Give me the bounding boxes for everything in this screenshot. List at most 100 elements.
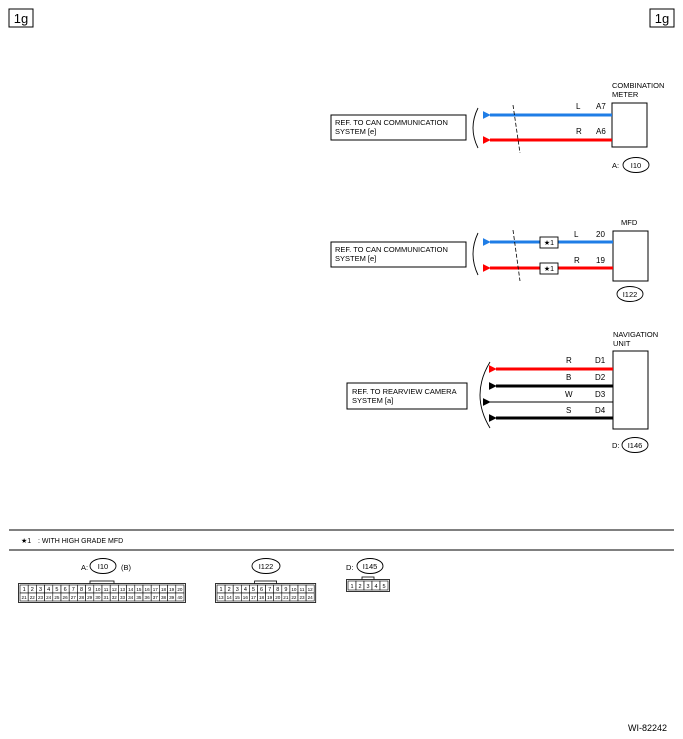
harness-break-mark [512, 104, 521, 154]
connector-id: I10 [98, 562, 108, 571]
pin-number: 24 [308, 595, 314, 600]
page-tag-right: 1g [649, 8, 675, 28]
pin-cell [379, 580, 389, 591]
pin-number: 8 [80, 587, 83, 593]
pin-number: 6 [260, 587, 263, 593]
pin-label: 20 [596, 230, 605, 239]
wire-color-label: R [566, 356, 572, 365]
pin-number: 39 [169, 595, 175, 600]
pin-number: 4 [374, 584, 377, 590]
pin-number: 8 [276, 587, 279, 593]
option-note: ★1 [544, 265, 554, 273]
pin-number: 22 [30, 595, 36, 600]
figure-id: WI-82242 [628, 723, 667, 733]
pin-number: 12 [112, 587, 118, 592]
pin-number: 21 [283, 595, 289, 600]
wire-color-label: B [566, 373, 571, 382]
ref-text-line1: REF. TO REARVIEW CAMERA [352, 387, 457, 396]
pin-number: 3 [236, 587, 239, 593]
pin-number: 17 [251, 595, 257, 600]
pin-number: 20 [275, 595, 281, 600]
pin-number: 9 [88, 587, 91, 593]
connector-id-oval [356, 558, 384, 574]
connector-id-oval [616, 286, 644, 302]
pin-number: 20 [177, 587, 183, 592]
pin-number: 37 [153, 595, 159, 600]
pin-number: 34 [128, 595, 134, 600]
pin-number: 27 [71, 595, 77, 600]
pin-number: 2 [358, 584, 361, 590]
pin-label: D4 [595, 406, 606, 415]
pin-number: 5 [55, 587, 58, 593]
pin-number: 4 [244, 587, 247, 593]
connector-id: I122 [623, 290, 638, 299]
pin-number: 7 [268, 587, 271, 593]
legend-symbol: ★1 [21, 537, 31, 545]
pin-number: 23 [38, 595, 44, 600]
section-navigation-unit: NAVIGATION UNIT REF. TO REARVIEW CAMERA … [346, 330, 658, 453]
pin-number: 31 [104, 595, 110, 600]
pin-label: A7 [596, 102, 606, 111]
connector-id: I122 [259, 562, 274, 571]
legend-text: : WITH HIGH GRADE MFD [38, 538, 123, 545]
connector-suffix: (B) [121, 563, 132, 572]
connector-prefix: A: [81, 563, 88, 572]
pin-number: 29 [87, 595, 93, 600]
pin-number: 14 [227, 595, 233, 600]
ref-text-line2: SYSTEM [a] [352, 396, 393, 405]
connector-prefix: D: [346, 563, 354, 572]
connector-id-oval [89, 558, 117, 574]
pin-number: 19 [169, 587, 175, 592]
option-note-box [539, 236, 559, 249]
pin-number: 4 [47, 587, 50, 593]
page-tag-right-text: 1g [655, 11, 669, 26]
pin-number: 12 [308, 587, 314, 592]
pin-number: 26 [63, 595, 69, 600]
connector-prefix: A: [612, 161, 619, 170]
ref-text-line2: SYSTEM [e] [335, 127, 376, 136]
ref-text-line1: REF. TO CAN COMMUNICATION [335, 118, 448, 127]
pin-label: D3 [595, 390, 606, 399]
ref-box [330, 241, 467, 268]
pin-number: 30 [95, 595, 101, 600]
option-note: ★1 [544, 239, 554, 247]
wire-color-label: R [574, 256, 580, 265]
pin-number: 32 [112, 595, 118, 600]
pin-number: 11 [300, 587, 305, 592]
pin-number: 9 [284, 587, 287, 593]
pin-number: 18 [161, 587, 167, 592]
ref-bracket [472, 232, 479, 276]
ref-bracket [479, 361, 491, 429]
pin-number: 25 [54, 595, 60, 600]
device-label-line1: NAVIGATION [613, 330, 658, 339]
wire-color-label: R [576, 127, 582, 136]
ref-box [346, 382, 468, 410]
pin-number: 23 [299, 595, 305, 600]
connector-id-oval [621, 437, 649, 453]
pin-number: 2 [228, 587, 231, 593]
pin-number: 11 [104, 587, 109, 592]
pin-cell [175, 592, 185, 602]
pin-number: 13 [218, 595, 224, 600]
pin-number: 3 [366, 584, 369, 590]
device-label-line2: METER [612, 90, 639, 99]
pin-number: 28 [79, 595, 85, 600]
pin-number: 15 [136, 587, 142, 592]
pin-number: 10 [95, 587, 101, 592]
device-label-line2: UNIT [613, 339, 631, 348]
connector-prefix: D: [612, 441, 620, 450]
pin-number: 21 [22, 595, 28, 600]
pin-number: 5 [382, 584, 385, 590]
pin-number: 35 [136, 595, 142, 600]
pin-label: D1 [595, 356, 606, 365]
connector-id: I146 [628, 441, 643, 450]
pin-number: 17 [153, 587, 159, 592]
pin-number: 15 [235, 595, 241, 600]
ref-text-line2: SYSTEM [e] [335, 254, 376, 263]
pin-number: 33 [120, 595, 126, 600]
